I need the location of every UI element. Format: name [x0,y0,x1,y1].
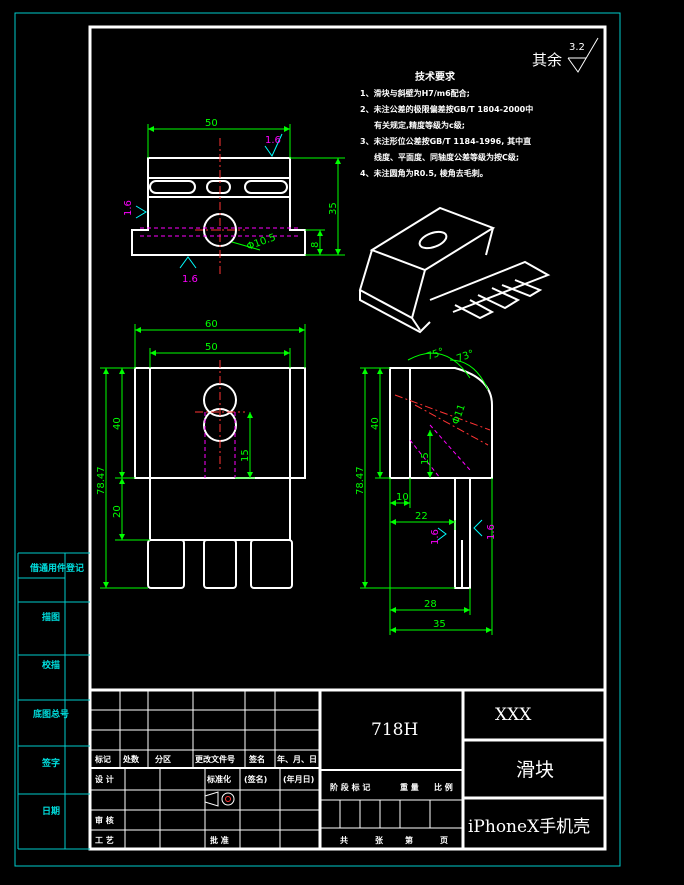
part-name: 滑块 [516,759,554,781]
top-height-dim: 35 [328,202,339,215]
top-view: 50 35 8 Φ10.5 1.6 1.6 1.6 [123,118,345,285]
sig-standard: 标准化 [206,774,231,784]
side-hole-dim: Φ11 [450,403,467,426]
sig-process: 工 艺 [95,835,114,845]
sheet-total-label: 共 [340,835,348,845]
side-angle-a: 75° [425,346,445,362]
top-width-dim: 50 [205,118,218,129]
header-col-3: 分区 [155,754,171,764]
front-40-dim: 40 [112,417,123,430]
roughness-note-label: 其余 [532,51,562,69]
scale-label: 比 例 [434,782,453,792]
sig-approve: 批 准 [210,835,229,845]
top-rough-2: 1.6 [123,200,134,216]
title-block [90,688,605,849]
company-name: XXX [495,705,532,725]
header-col-4: 更改文件号 [195,754,235,764]
drawing-number: 718H [371,720,418,740]
front-total-dim: 78.47 [96,466,107,495]
tech-req-item-1: 1、滑块与斜壁为H7/m6配合; [360,88,470,98]
front-overall-dim: 60 [205,319,218,330]
sig-review: 审 核 [95,815,114,825]
projection-symbol-icon [204,791,235,807]
side-rough-b: 1.6 [486,524,497,540]
sidebar-label-1: 借通用件登记 [29,562,84,574]
side-35-dim: 35 [433,619,446,630]
sig-sign: (签名) [244,774,267,784]
side-15-dim: 15 [420,452,431,465]
header-col-1: 标记 [94,754,111,764]
tech-req-item-6: 4、未注圆角为R0.5, 棱角去毛刺。 [360,168,488,178]
side-view: 75° 73° Φ11 40 78.47 15 10 22 28 35 1.6 … [355,346,497,635]
sidebar-label-6: 签字 [41,757,60,769]
sidebar-label-7: 日期 [42,805,60,817]
product-name: iPhoneX手机壳 [468,817,590,837]
sig-design: 设 计 [95,774,114,784]
side-28-dim: 28 [424,599,437,610]
side-10-dim: 10 [396,492,409,503]
tech-req-item-2: 2、未注公差的极限偏差按GB/T 1804-2000中 [360,104,533,114]
tech-req-item-5: 线度、平面度、同轴度公差等级为按C级; [374,152,519,162]
stage-label: 阶 段 标 记 [330,782,370,792]
drawing-frame [88,25,607,851]
sidebar [17,552,90,850]
front-view: 60 50 40 78.47 20 15 [96,319,306,589]
sidebar-label-3: 描图 [42,611,60,623]
top-hole-dim: Φ10.5 [245,232,277,253]
side-22-dim: 22 [415,511,428,522]
sheet-unit-label-2: 页 [440,836,448,845]
isometric-view [358,206,551,334]
tech-req-item-3: 有关规定,精度等级为c级; [374,120,465,130]
header-col-6: 年、月、日 [277,754,317,764]
tech-req-item-4: 3、未注形位公差按GB/T 1184-1996, 其中直 [360,136,531,146]
side-angle-b: 73° [455,348,475,364]
base-height-dim: 8 [310,242,321,248]
weight-label: 重 量 [400,782,419,792]
side-rough-a: 1.6 [430,529,441,545]
roughness-symbol-icon [567,37,599,73]
front-20-dim: 20 [112,505,123,518]
header-col-2: 处数 [122,754,140,764]
top-rough-3: 1.6 [182,274,198,285]
sidebar-label-4: 校描 [42,659,60,671]
tech-req-title: 技术要求 [415,70,456,83]
top-rough-1: 1.6 [265,135,281,146]
side-total-dim: 78.47 [355,466,366,495]
front-inner-dim: 50 [205,342,218,353]
sidebar-label-5: 底图总号 [33,708,69,720]
sheet-unit-label-1: 张 [375,836,384,845]
sig-date: (年月日) [283,774,314,784]
front-15-dim: 15 [240,449,251,462]
side-40-dim: 40 [370,417,381,430]
sheet-no-label: 第 [405,835,413,845]
roughness-note-value: 3.2 [569,42,585,53]
header-col-5: 签名 [248,754,265,764]
outer-border [14,12,621,867]
